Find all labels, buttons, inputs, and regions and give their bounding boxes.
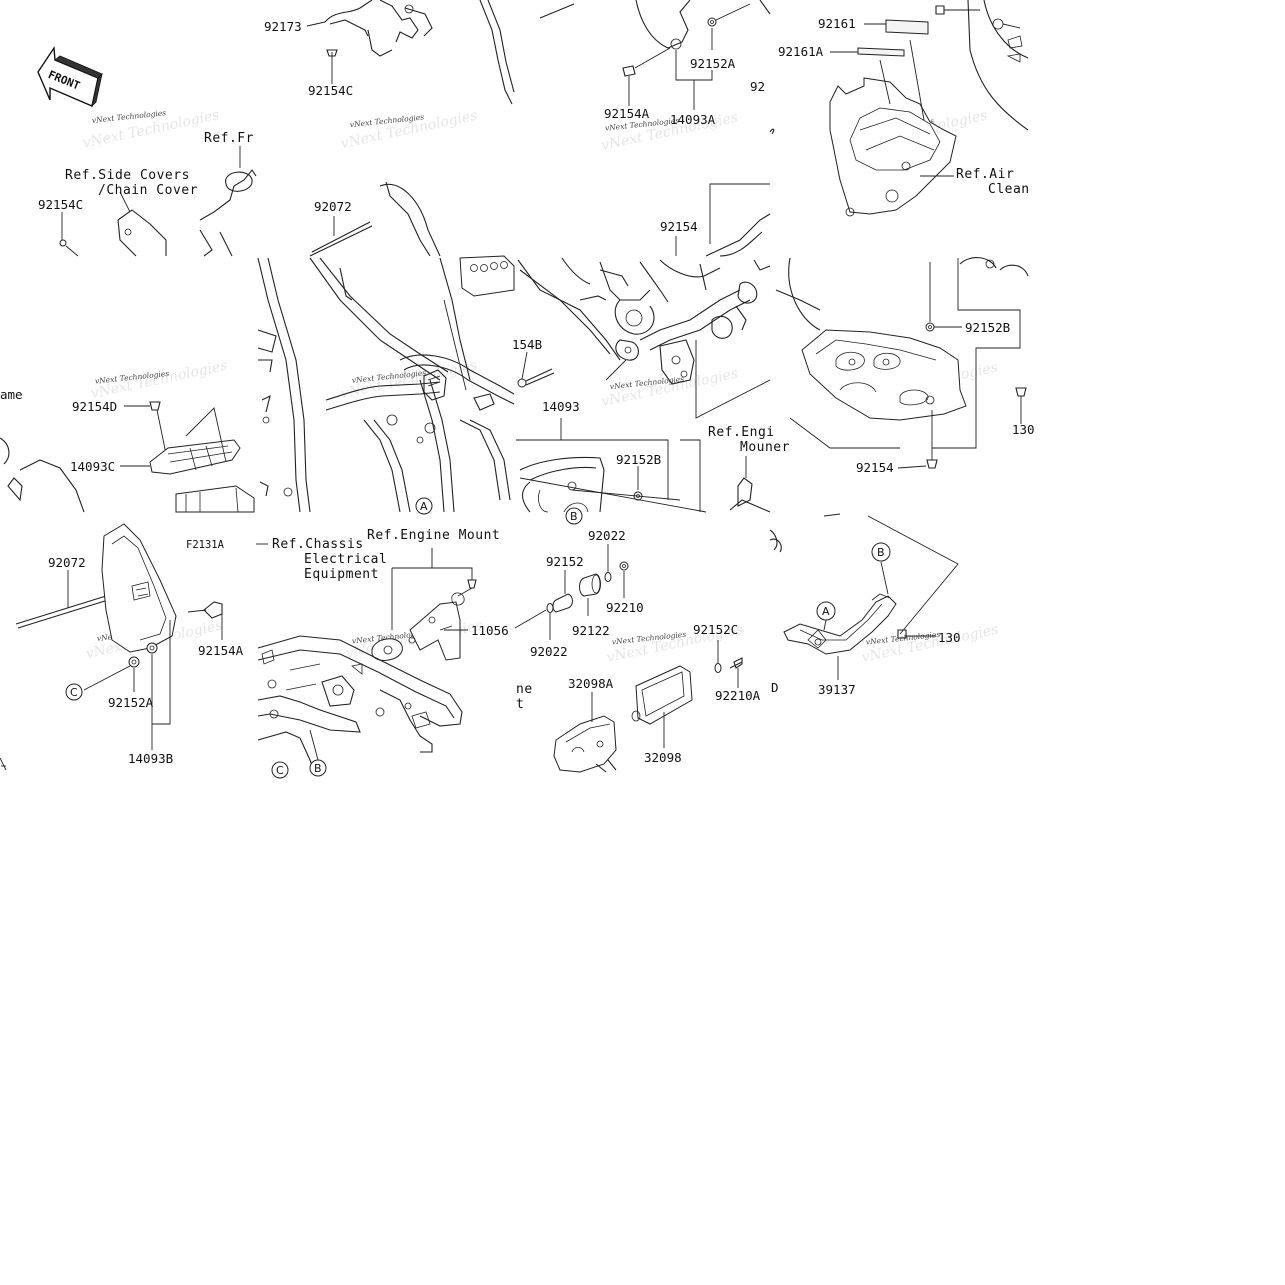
bracket-fragment-mid xyxy=(259,481,269,497)
ref-engine-fragment-2: t xyxy=(516,697,524,712)
part-92154-mid xyxy=(675,183,771,257)
ref-chain-cover: /Chain Cover xyxy=(98,183,198,198)
ref-side-covers: Ref.Side Covers xyxy=(65,168,190,183)
callout-B-bottom: B xyxy=(314,762,322,775)
part-92122-group xyxy=(514,544,629,640)
label-92154-right: 92154 xyxy=(856,460,894,475)
reference-labels: Ref.Fr Ref.Side Covers /Chain Cover Ref.… xyxy=(0,131,1030,712)
callout-C-bottom: C xyxy=(276,764,284,777)
label-11056: 11056 xyxy=(471,623,509,638)
ref-d-fragment: D xyxy=(771,680,779,695)
label-92072-mid: 92072 xyxy=(314,199,352,214)
leader-frame-2 xyxy=(695,340,771,419)
label-92-fragment: 92 xyxy=(750,79,765,94)
label-14093C: 14093C xyxy=(70,459,115,474)
ref-engine-mount: Ref.Engine Mount xyxy=(367,528,500,543)
label-39137: 39137 xyxy=(818,682,856,697)
label-F2131A: F2131A xyxy=(186,539,225,551)
part-39137-group xyxy=(769,513,959,680)
ref-engine-mount-right-1: Ref.Engi xyxy=(708,425,775,440)
part-92072-strap-mid xyxy=(309,216,373,257)
label-92173: 92173 xyxy=(264,19,302,34)
part-14093A-group xyxy=(622,0,751,110)
label-92072-low: 92072 xyxy=(48,555,86,570)
part-14093C-group xyxy=(120,401,241,475)
label-14093B: 14093B xyxy=(128,751,173,766)
ref-frame-fragment: ame xyxy=(0,387,23,402)
battery-box-fragment xyxy=(175,485,255,513)
ref-chassis-1: Ref.Chassis xyxy=(272,537,364,552)
callout-circles: A B C C B B A xyxy=(65,497,891,779)
label-92152C: 92152C xyxy=(693,622,738,637)
callout-A-frame: A xyxy=(420,500,428,513)
label-154B: 154B xyxy=(512,337,542,352)
label-92122: 92122 xyxy=(572,623,610,638)
label-92154A-low: 92154A xyxy=(198,643,244,658)
edge-fragments xyxy=(0,128,775,771)
frame-fragment-left xyxy=(0,437,10,465)
label-92022-top: 92022 xyxy=(588,528,626,543)
frame-fragment-top-2 xyxy=(759,0,771,15)
callout-C-left: C xyxy=(70,686,78,699)
ref-front-fork: Ref.Fr xyxy=(204,131,254,146)
frame-center-section xyxy=(517,257,771,385)
label-32098: 32098 xyxy=(644,750,682,765)
part-11056-group xyxy=(371,548,477,661)
chassis-bottom-frame xyxy=(257,635,463,771)
part-14093B-group xyxy=(15,523,223,750)
frame-fragment-top xyxy=(479,0,515,105)
ref-chassis-3: Equipment xyxy=(304,567,379,582)
part-92152B-right-group xyxy=(775,257,1029,469)
label-92152B-mid: 92152B xyxy=(616,452,661,467)
label-92161A: 92161A xyxy=(778,44,824,59)
part-92173-bracket xyxy=(306,0,433,84)
callout-B-right: B xyxy=(877,546,885,559)
label-92152: 92152 xyxy=(546,554,584,569)
label-92154C-top: 92154C xyxy=(308,83,353,98)
part-32098-group xyxy=(553,529,778,773)
label-92154C-left: 92154C xyxy=(38,197,83,212)
battery-fragment xyxy=(459,255,515,297)
ref-chassis-2: Electrical xyxy=(304,552,387,567)
label-130-low: 130 xyxy=(938,630,961,645)
frame-fragment-left-2 xyxy=(19,459,85,513)
callout-A-right: A xyxy=(822,605,830,618)
leader-frame-1 xyxy=(605,359,627,381)
bolt-shaft xyxy=(539,3,575,19)
label-92154A-top: 92154A xyxy=(604,106,650,121)
ref-engine-mount-right-2: Mouner xyxy=(740,440,790,455)
label-92154D: 92154D xyxy=(72,399,117,414)
label-14093A: 14093A xyxy=(670,112,716,127)
part-92161-group xyxy=(829,0,1029,217)
label-92152A-top: 92152A xyxy=(690,56,736,71)
main-frame xyxy=(257,257,515,513)
ref-air-cleaner-2: Clean xyxy=(988,182,1030,197)
ref-engine-fragment-1: ne xyxy=(516,682,533,697)
label-92154-mid: 92154 xyxy=(660,219,698,234)
frame-front-fragment xyxy=(199,146,257,257)
leader-92072-mid xyxy=(443,299,467,391)
front-arrow-icon: FRONT xyxy=(37,45,103,108)
label-14093: 14093 xyxy=(542,399,580,414)
bracket-fragment-left xyxy=(7,477,23,502)
label-92161: 92161 xyxy=(818,16,856,31)
label-130-right: 130 xyxy=(1012,422,1035,437)
part-92154C-left xyxy=(59,191,167,257)
callout-B-frame: B xyxy=(570,510,578,523)
label-92210: 92210 xyxy=(606,600,644,615)
label-92210A: 92210A xyxy=(715,688,761,703)
label-92152A-low: 92152A xyxy=(108,695,154,710)
ref-air-cleaner-1: Ref.Air xyxy=(956,167,1014,182)
side-cover-fragment xyxy=(379,183,441,257)
part-154B-bolt xyxy=(517,351,555,388)
part-14093-group xyxy=(516,418,771,513)
label-92152B-right: 92152B xyxy=(965,320,1010,335)
label-92022-low: 92022 xyxy=(530,644,568,659)
part-labels: 92173 92154C 92154A 92152A 14093A 92 921… xyxy=(38,16,1035,766)
label-32098A: 32098A xyxy=(568,676,614,691)
side-cover-fragment-2 xyxy=(385,181,431,257)
